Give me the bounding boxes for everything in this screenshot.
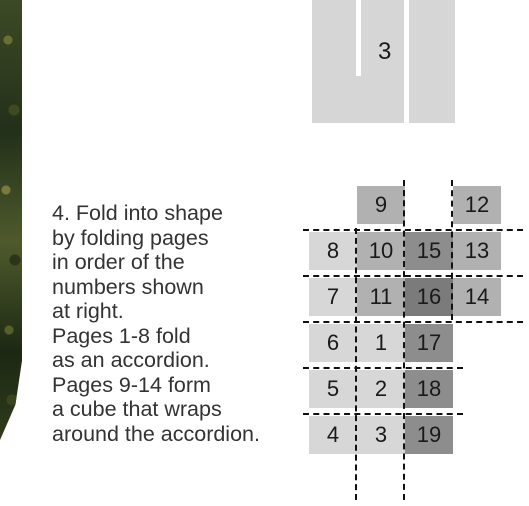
page-cell: 9 bbox=[357, 186, 405, 224]
page-number: 9 bbox=[357, 192, 405, 218]
page-cell: 10 bbox=[357, 232, 405, 270]
page-cell: 3 bbox=[357, 416, 405, 454]
fold-line bbox=[303, 229, 523, 231]
page-cell: 11 bbox=[357, 278, 405, 316]
page-number: 8 bbox=[309, 238, 357, 264]
fold-line bbox=[303, 321, 523, 323]
page-number: 18 bbox=[405, 376, 453, 402]
page-cell: 18 bbox=[405, 370, 453, 408]
page-cell: 15 bbox=[405, 232, 453, 270]
page-number: 5 bbox=[309, 376, 357, 402]
page-number: 13 bbox=[453, 238, 501, 264]
page-number: 15 bbox=[405, 238, 453, 264]
page-number: 6 bbox=[309, 330, 357, 356]
fold-line bbox=[303, 367, 463, 369]
page-number: 12 bbox=[453, 192, 501, 218]
page-cell: 2 bbox=[357, 370, 405, 408]
fold-line bbox=[303, 275, 523, 277]
page-number: 4 bbox=[309, 422, 357, 448]
page-number: 3 bbox=[357, 422, 405, 448]
page-number: 11 bbox=[357, 284, 405, 310]
page-number: 2 bbox=[357, 376, 405, 402]
page-number: 7 bbox=[309, 284, 357, 310]
fold-line bbox=[403, 180, 405, 500]
page-cell: 4 bbox=[309, 416, 357, 454]
page-cell: 1 bbox=[357, 324, 405, 362]
page-number: 14 bbox=[453, 284, 501, 310]
page-cell: 7 bbox=[309, 278, 357, 316]
page-number: 16 bbox=[405, 284, 453, 310]
page-cell: 16 bbox=[405, 278, 453, 316]
fold-line bbox=[303, 413, 463, 415]
page-cell: 17 bbox=[405, 324, 453, 362]
page-number: 17 bbox=[405, 330, 453, 356]
fold-line bbox=[451, 180, 453, 320]
page-cell: 8 bbox=[309, 232, 357, 270]
page-cell: 19 bbox=[405, 416, 453, 454]
page-number: 10 bbox=[357, 238, 405, 264]
page-cell: 13 bbox=[453, 232, 501, 270]
fold-line bbox=[355, 228, 357, 500]
page-cell: 6 bbox=[309, 324, 357, 362]
page-cell: 12 bbox=[453, 186, 501, 224]
page-number: 19 bbox=[405, 422, 453, 448]
page-number: 1 bbox=[357, 330, 405, 356]
page-cell: 5 bbox=[309, 370, 357, 408]
page-cell: 14 bbox=[453, 278, 501, 316]
